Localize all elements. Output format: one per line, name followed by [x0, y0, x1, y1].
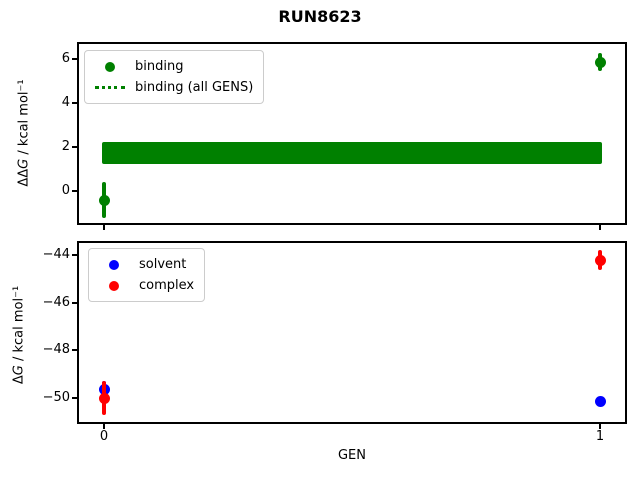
x-tick-label: 1	[595, 429, 605, 444]
x-axis-label: GEN	[337, 448, 366, 463]
legend-item-solvent: solvent	[97, 254, 194, 275]
y-tick-mark	[72, 302, 77, 304]
y-tick-label: −48	[42, 342, 70, 357]
complex-point	[595, 255, 606, 266]
legend-handle	[97, 280, 131, 291]
y-tick-label: −44	[42, 247, 70, 262]
y-tick-mark	[72, 254, 77, 256]
legend-top: binding binding (all GENS)	[84, 50, 265, 104]
x-tick-label: 0	[99, 429, 109, 444]
binding-all-gens-dotted-line-icon	[95, 86, 125, 89]
x-tick-mark	[103, 424, 105, 429]
legend-bottom: solvent complex	[88, 248, 206, 302]
x-tick-mark	[599, 424, 601, 429]
legend-label: solvent	[139, 257, 187, 272]
legend-item-binding-all-gens: binding (all GENS)	[93, 77, 253, 98]
binding-point	[99, 195, 110, 206]
y-tick-mark	[72, 190, 77, 192]
y-tick-label: −46	[42, 295, 70, 310]
y-tick-mark	[72, 397, 77, 399]
legend-label: complex	[139, 278, 195, 293]
y-tick-mark	[72, 349, 77, 351]
solvent-point	[595, 396, 606, 407]
legend-handle	[93, 61, 127, 72]
legend-item-binding: binding	[93, 56, 253, 77]
complex-point	[99, 393, 110, 404]
y-tick-mark	[72, 58, 77, 60]
legend-item-complex: complex	[97, 275, 194, 296]
legend-label: binding	[135, 59, 184, 74]
y-tick-mark	[72, 102, 77, 104]
complex-marker-icon	[109, 280, 119, 291]
binding-point	[595, 57, 606, 68]
figure-title: RUN8623	[278, 7, 362, 26]
legend-handle	[97, 259, 131, 270]
legend-handle	[93, 86, 127, 89]
y-tick-mark	[72, 146, 77, 148]
y-tick-label: 4	[61, 95, 70, 110]
y-tick-label: 6	[61, 51, 70, 66]
binding-marker-icon	[105, 61, 115, 72]
binding-all-gens-band	[102, 142, 602, 164]
y-tick-label: 2	[61, 139, 70, 154]
y-tick-label: 0	[61, 183, 70, 198]
y-tick-label: −50	[42, 390, 70, 405]
legend-label: binding (all GENS)	[135, 80, 254, 95]
x-tick-mark	[599, 225, 601, 230]
solvent-marker-icon	[109, 259, 119, 270]
x-tick-mark	[103, 225, 105, 230]
